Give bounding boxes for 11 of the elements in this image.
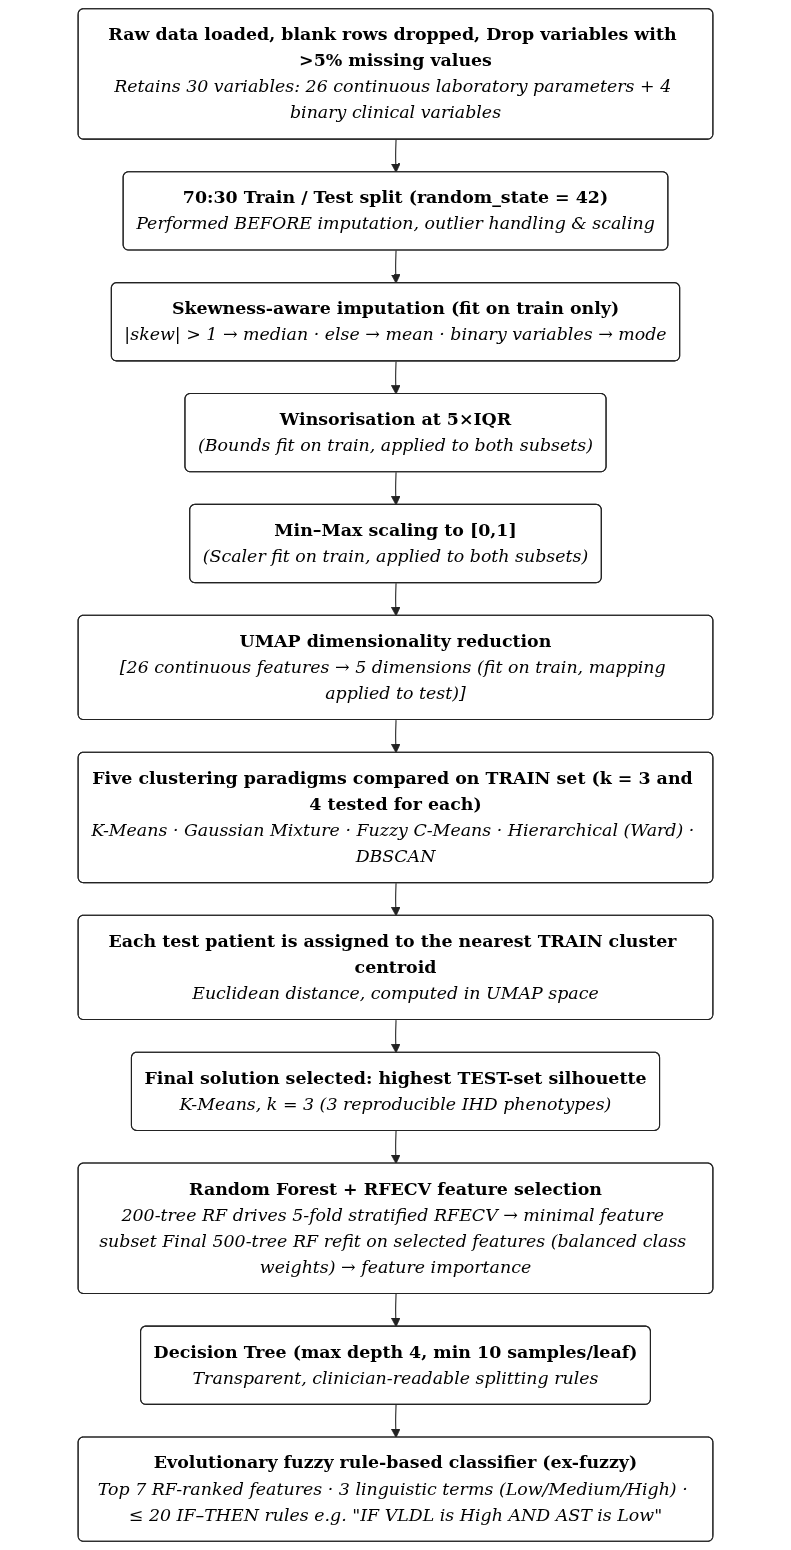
arrow <box>391 1404 401 1438</box>
arrow <box>391 1019 401 1054</box>
arrow <box>391 1130 401 1164</box>
arrow <box>391 719 401 754</box>
arrow <box>391 471 401 506</box>
arrow <box>391 582 401 617</box>
arrow <box>391 882 401 917</box>
arrow <box>391 139 401 173</box>
arrow <box>391 360 401 395</box>
arrow <box>391 250 401 284</box>
arrow <box>391 1293 401 1328</box>
